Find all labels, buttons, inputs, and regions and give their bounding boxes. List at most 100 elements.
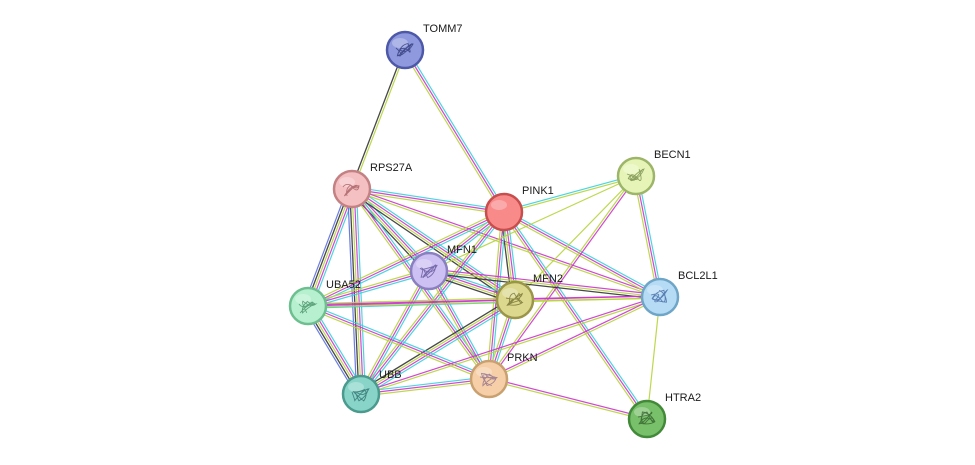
edge-line-textmining: [361, 297, 661, 396]
edge-line-textmining: [514, 175, 637, 301]
edge-line-experimental: [503, 211, 648, 420]
edge-line-experimental: [489, 377, 648, 419]
edge-line-experimental: [635, 175, 661, 298]
node-bcl2l1[interactable]: BCL2L1: [640, 270, 718, 317]
node-highlight: [416, 259, 432, 269]
node-highlight: [339, 177, 355, 187]
edge-ubb-bcl2l1[interactable]: [360, 295, 661, 396]
edge-line-textmining: [426, 271, 488, 381]
node-label: HTRA2: [665, 392, 701, 404]
edge-line-textmining: [307, 188, 353, 307]
node-uba52[interactable]: UBA52: [288, 279, 361, 326]
edge-line-experimental: [404, 49, 505, 213]
edge-line-textmining: [488, 379, 647, 421]
node-circle[interactable]: [469, 359, 509, 399]
node-highlight: [392, 38, 408, 48]
edge-line-curated_db: [503, 174, 636, 212]
edge-line-textmining: [358, 269, 428, 394]
edge-line-coexpression: [358, 296, 514, 392]
edge-line-experimental: [360, 270, 430, 395]
node-label: RPS27A: [370, 162, 413, 174]
node-highlight: [502, 288, 518, 298]
node-circle[interactable]: [627, 399, 667, 439]
node-highlight: [491, 200, 507, 210]
edge-prkn-htra2[interactable]: [488, 377, 648, 421]
edge-becn1-mfn2[interactable]: [514, 175, 637, 301]
protein-structure-icon: [650, 288, 669, 303]
edge-uba52-bcl2l1[interactable]: [307, 295, 661, 308]
edge-line-textmining: [306, 209, 504, 305]
node-mfn2[interactable]: MFN2: [495, 273, 563, 320]
edge-line-textmining: [351, 190, 504, 215]
node-mfn1[interactable]: MFN1: [409, 244, 477, 291]
edge-line-experimental: [351, 188, 505, 213]
edge-pink1-htra2[interactable]: [501, 210, 650, 421]
edge-line-curated_db: [406, 48, 507, 212]
edge-line-textmining: [308, 297, 661, 308]
edge-line-experimental: [360, 211, 505, 395]
edge-line-textmining: [351, 189, 515, 302]
edge-uba52-prkn[interactable]: [306, 303, 491, 382]
edge-line-textmining: [402, 50, 503, 214]
edge-line-curated_db: [360, 376, 489, 393]
edge-prkn-bcl2l1[interactable]: [488, 295, 661, 381]
edge-becn1-mfn1[interactable]: [428, 175, 637, 272]
node-pink1[interactable]: PINK1: [484, 185, 554, 232]
edge-line-curated_db: [505, 210, 650, 419]
edge-rps27a-pink1[interactable]: [351, 186, 505, 215]
edge-line-textmining: [504, 176, 637, 214]
edge-line-experimental: [360, 378, 490, 395]
edge-line-coexpression: [349, 189, 360, 395]
protein-structure-icon: [505, 292, 524, 306]
edge-line-textmining: [501, 212, 646, 421]
edge-line-experimental: [307, 295, 660, 306]
edge-line-curated_db: [362, 302, 518, 398]
edge-pink1-becn1[interactable]: [503, 174, 637, 214]
node-prkn[interactable]: PRKN: [469, 352, 538, 399]
edge-line-textmining: [351, 189, 660, 299]
node-label: PINK1: [522, 185, 554, 197]
edge-line-textmining: [360, 298, 515, 394]
edge-line-coexpression: [305, 187, 351, 306]
protein-structure-icon: [479, 372, 498, 387]
edge-tomm7-pink1[interactable]: [402, 48, 507, 214]
edge-line-experimental: [360, 295, 660, 394]
protein-structure-icon: [298, 300, 318, 314]
edge-mfn1-ubb[interactable]: [358, 269, 432, 396]
node-label: MFN1: [447, 244, 477, 256]
edge-pink1-uba52[interactable]: [306, 209, 506, 309]
edge-line-textmining: [428, 175, 637, 272]
protein-structure-icon: [626, 168, 645, 182]
edge-mfn1-uba52[interactable]: [307, 268, 430, 309]
edge-line-curated_db: [352, 186, 505, 211]
node-rps27a[interactable]: RPS27A: [332, 162, 413, 209]
node-htra2[interactable]: HTRA2: [627, 392, 701, 439]
edge-ubb-prkn[interactable]: [360, 376, 490, 397]
node-circle[interactable]: [640, 277, 680, 317]
edge-line-textmining: [646, 296, 661, 420]
edge-line-experimental: [503, 211, 661, 298]
edge-line-textmining: [633, 176, 659, 298]
edge-line-experimental: [307, 211, 505, 307]
edge-line-curated_db: [308, 303, 491, 378]
edge-line-curated_db: [353, 185, 518, 298]
edge-line-experimental: [309, 189, 355, 307]
edge-mfn1-prkn[interactable]: [426, 269, 492, 381]
node-label: UBB: [379, 369, 402, 381]
node-tomm7[interactable]: TOMM7: [385, 23, 463, 70]
node-ubb[interactable]: UBB: [341, 369, 402, 414]
edge-mfn1-bcl2l1[interactable]: [428, 268, 661, 300]
edge-becn1-bcl2l1[interactable]: [633, 175, 663, 298]
node-label: BECN1: [654, 149, 691, 161]
edge-mfn2-ubb[interactable]: [358, 296, 518, 398]
edge-tomm7-rps27a[interactable]: [350, 49, 407, 190]
node-highlight: [647, 285, 663, 295]
node-circle[interactable]: [495, 280, 535, 320]
protein-structure-icon: [351, 388, 370, 402]
edge-line-curated_db: [362, 271, 432, 396]
node-circle[interactable]: [484, 192, 524, 232]
edge-bcl2l1-htra2[interactable]: [646, 296, 661, 420]
node-highlight: [348, 382, 364, 392]
node-label: MFN2: [533, 273, 563, 285]
node-becn1[interactable]: BECN1: [616, 149, 691, 196]
